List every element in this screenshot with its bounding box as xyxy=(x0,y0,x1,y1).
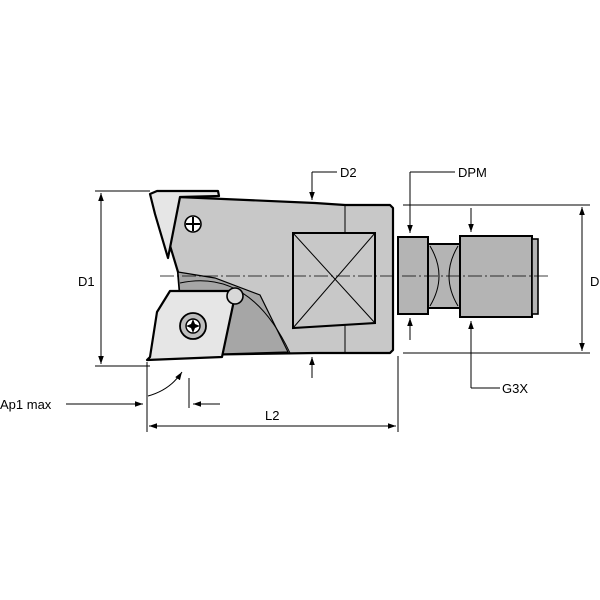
d1-dimension xyxy=(95,190,150,367)
d2-label: D2 xyxy=(340,165,357,180)
shank xyxy=(397,235,539,318)
d2-leader xyxy=(309,171,337,378)
top-screw-icon xyxy=(184,215,202,233)
insert-screw-icon xyxy=(179,312,207,340)
dpm-label: DPM xyxy=(458,165,487,180)
ap1max-dimension xyxy=(66,371,220,408)
g3x-leader xyxy=(468,208,500,389)
l2-dimension xyxy=(146,356,399,432)
g3x-label: G3X xyxy=(502,381,528,396)
d1-label: D1 xyxy=(78,274,95,289)
d-dimension xyxy=(403,204,590,354)
drive-square xyxy=(292,232,376,330)
insert-pin xyxy=(226,287,244,305)
ap1max-label: Ap1 max xyxy=(0,397,52,412)
l2-label: L2 xyxy=(265,408,279,423)
d-label: D xyxy=(590,274,599,289)
dpm-leader xyxy=(407,171,455,340)
top-insert xyxy=(148,189,221,260)
